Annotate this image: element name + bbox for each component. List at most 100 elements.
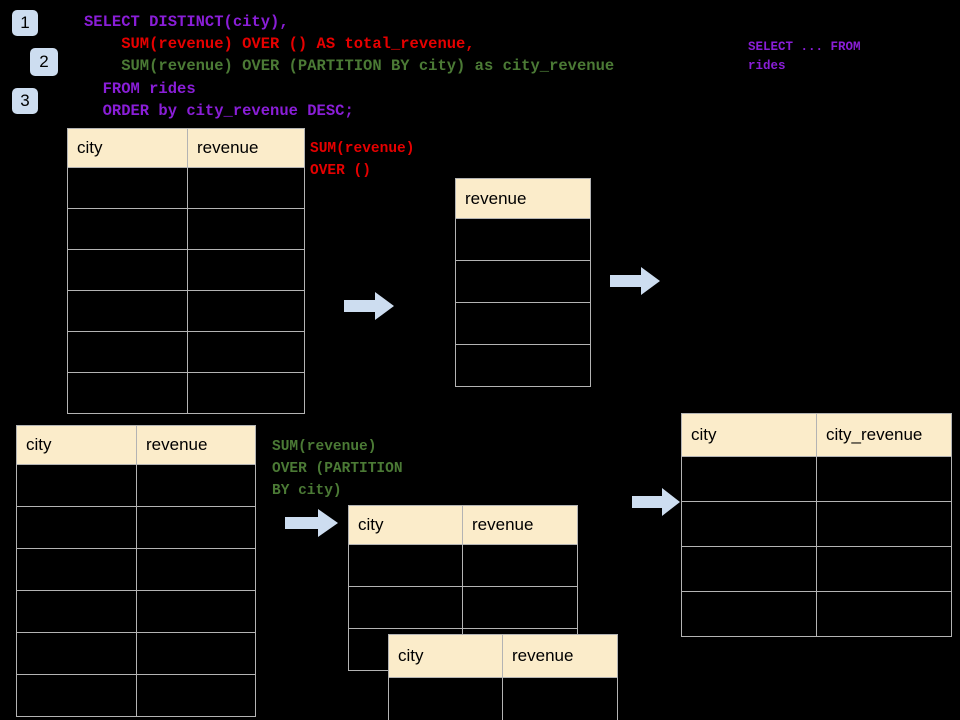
table-row: [67, 331, 305, 373]
table-body: [455, 218, 591, 387]
table-row: [681, 456, 952, 502]
cell-city: [67, 331, 188, 373]
sql-line-from: FROM rides: [84, 79, 196, 98]
step-badge-1: 1: [12, 10, 38, 36]
cell-revenue: [462, 544, 578, 587]
step-badge-3: 3: [12, 88, 38, 114]
cell-city: [67, 372, 188, 414]
cell-city: [681, 546, 817, 592]
cell-city: [681, 501, 817, 547]
column-header-revenue: revenue: [502, 634, 618, 678]
column-header-revenue: revenue: [462, 505, 578, 545]
column-header-revenue: revenue: [187, 128, 305, 168]
column-header-city: city: [16, 425, 137, 465]
cell-city-revenue: [816, 501, 952, 547]
cell-city: [67, 249, 188, 291]
cell-revenue: [136, 632, 256, 675]
cell-revenue: [455, 344, 591, 387]
cell-city: [348, 586, 463, 629]
column-header-city-revenue: city_revenue: [816, 413, 952, 457]
table-row: [16, 590, 256, 633]
table-row: [67, 372, 305, 414]
cell-revenue: [187, 208, 305, 250]
cell-city-revenue: [816, 591, 952, 637]
table-source-top: city revenue: [67, 128, 305, 414]
table-row: [388, 677, 618, 720]
cell-city: [16, 464, 137, 507]
column-header-revenue: revenue: [455, 178, 591, 219]
table-row: [681, 546, 952, 592]
table-header-row: city revenue: [67, 128, 305, 168]
cell-revenue: [455, 302, 591, 345]
arrow-revenue-to-result-icon: [610, 267, 660, 295]
table-row: [348, 544, 578, 587]
table-partition-front: city revenue: [388, 634, 618, 720]
table-header-row: city revenue: [16, 425, 256, 465]
table-row: [16, 548, 256, 591]
cell-city: [681, 456, 817, 502]
table-row: [681, 591, 952, 637]
cell-city: [67, 290, 188, 332]
column-header-city: city: [67, 128, 188, 168]
cell-city: [16, 506, 137, 549]
table-body: [16, 464, 256, 717]
table-row: [455, 260, 591, 303]
arrow-source-to-revenue-icon: [344, 292, 394, 320]
table-header-row: city revenue: [348, 505, 578, 545]
cell-revenue: [455, 218, 591, 261]
cell-revenue: [462, 586, 578, 629]
table-revenue: revenue: [455, 178, 591, 387]
table-body: [681, 456, 952, 637]
cell-revenue: [187, 290, 305, 332]
cell-revenue: [187, 167, 305, 209]
sql-line-city-revenue: SUM(revenue) OVER (PARTITION BY city) as…: [84, 57, 615, 76]
table-row: [455, 218, 591, 261]
cell-city: [67, 167, 188, 209]
table-row: [681, 501, 952, 547]
cell-revenue: [136, 548, 256, 591]
table-body: [67, 167, 305, 414]
step-badge-2: 2: [30, 48, 58, 76]
annotation-total-revenue: SUM(revenue) OVER (): [310, 141, 415, 179]
cell-city: [67, 208, 188, 250]
cell-revenue: [136, 464, 256, 507]
sql-line-order-by: ORDER by city_revenue DESC;: [84, 101, 354, 120]
table-row: [67, 290, 305, 332]
cell-revenue: [187, 372, 305, 414]
table-row: [67, 167, 305, 209]
table-row: [67, 249, 305, 291]
column-header-revenue: revenue: [136, 425, 256, 465]
cell-city: [348, 544, 463, 587]
cell-city: [16, 548, 137, 591]
cell-revenue: [187, 249, 305, 291]
table-row: [16, 464, 256, 507]
column-header-city: city: [388, 634, 503, 678]
cell-city-revenue: [816, 456, 952, 502]
cell-revenue: [136, 590, 256, 633]
table-header-row: city revenue: [388, 634, 618, 678]
cell-revenue: [455, 260, 591, 303]
sql-line-select: SELECT DISTINCT(city),: [84, 13, 289, 31]
cell-revenue: [136, 506, 256, 549]
table-row: [16, 674, 256, 717]
cell-city: [16, 632, 137, 675]
cell-city: [681, 591, 817, 637]
sql-code-block: SELECT DISTINCT(city), SUM(revenue) OVER…: [84, 11, 614, 122]
arrow-source-to-partition-icon: [285, 509, 338, 537]
table-header-row: revenue: [455, 178, 591, 219]
column-header-city: city: [681, 413, 817, 457]
sql-aside-label: SELECT ... FROM rides: [748, 40, 861, 73]
table-source-bottom: city revenue: [16, 425, 256, 717]
cell-revenue: [502, 677, 618, 720]
table-body: [388, 677, 618, 720]
table-row: [16, 506, 256, 549]
table-header-row: city city_revenue: [681, 413, 952, 457]
cell-city: [16, 590, 137, 633]
table-row: [348, 586, 578, 629]
table-row: [67, 208, 305, 250]
cell-revenue: [136, 674, 256, 717]
cell-city: [16, 674, 137, 717]
table-row: [455, 302, 591, 345]
table-result: city city_revenue: [681, 413, 952, 637]
column-header-city: city: [348, 505, 463, 545]
